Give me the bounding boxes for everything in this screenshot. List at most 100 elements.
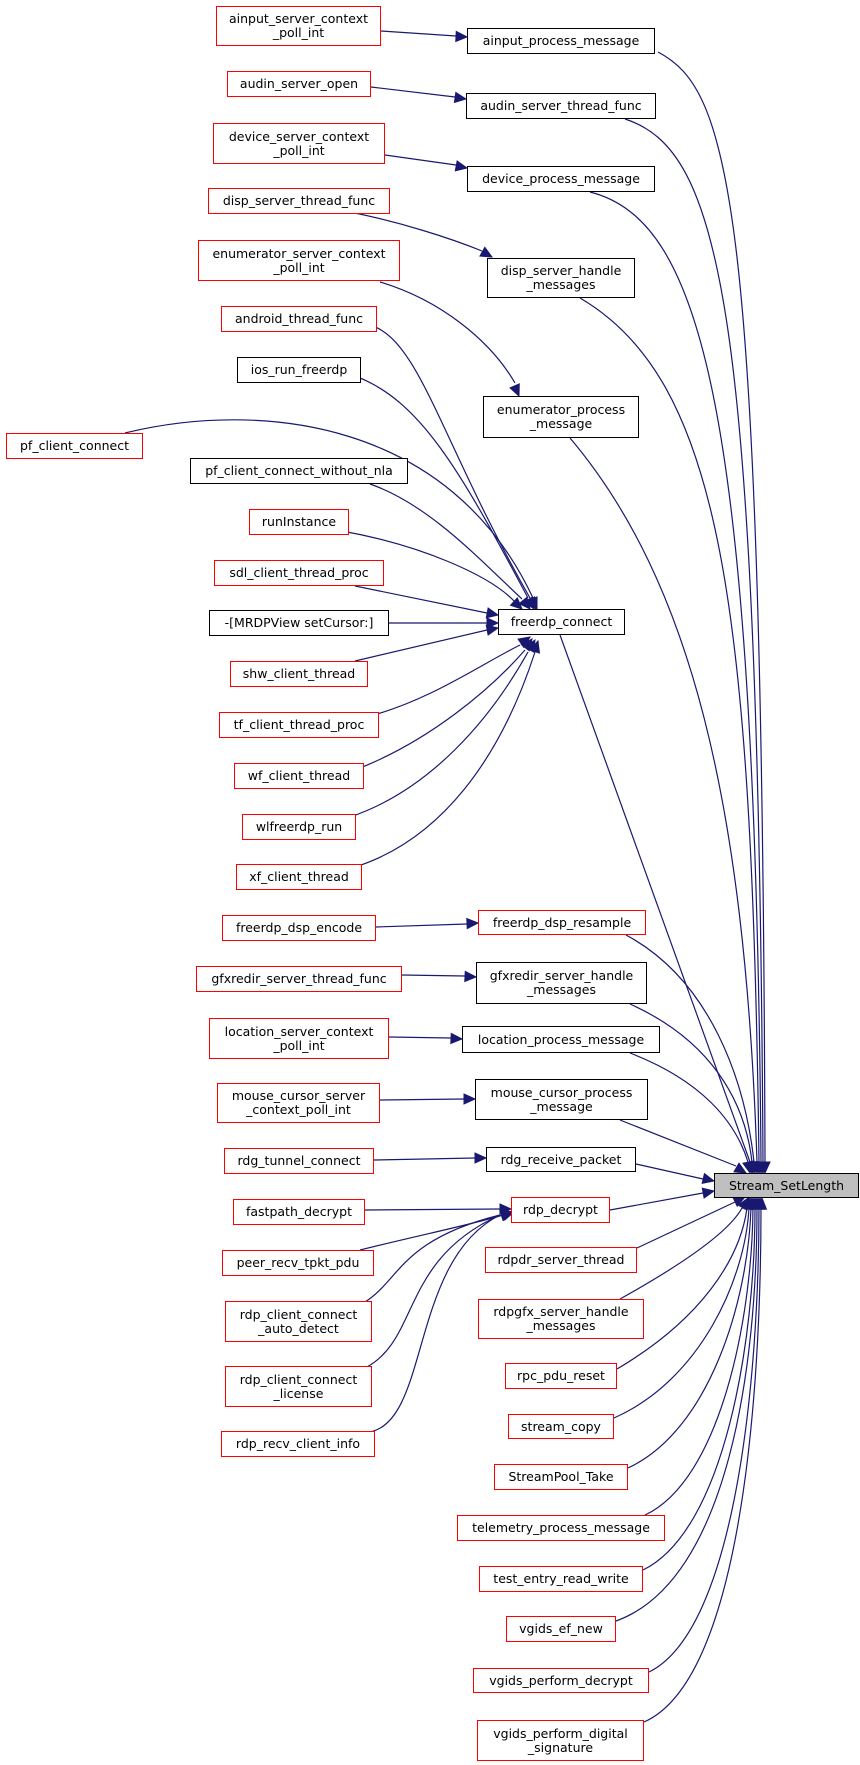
edge-s-copy [613, 1207, 750, 1419]
node-xf-client-thread[interactable]: xf_client_thread [236, 864, 362, 890]
edge-ainput-poll [380, 30, 457, 37]
edge-sdl-arrowhead [485, 607, 500, 619]
edge-xf-arrowhead [529, 639, 541, 654]
node-shw-client-thread[interactable]: shw_client_thread [230, 661, 368, 687]
edge-pf-connect [124, 419, 534, 599]
node-ios-run-freerdp[interactable]: ios_run_freerdp [237, 357, 361, 383]
node-rdp-client-connect-license[interactable]: rdp_client_connect _license [225, 1366, 372, 1407]
edge-pf-without [369, 483, 523, 600]
edge-s-dsp [625, 934, 755, 1163]
edge-s-rdpdec [609, 1192, 704, 1211]
edge-pf-connect-arrowhead [527, 596, 538, 611]
node-vgids-ef-new[interactable]: vgids_ef_new [506, 1616, 616, 1642]
node-vgids-perform-decrypt[interactable]: vgids_perform_decrypt [473, 1668, 649, 1693]
edge-rdg-tunnel [373, 1157, 476, 1161]
edge-s-decrypt [648, 1207, 760, 1673]
node-mrdpview-setcursor[interactable]: -[MRDPView setCursor:] [209, 610, 389, 636]
node-audin-server-thread-func[interactable]: audin_server_thread_func [466, 93, 656, 119]
edge-s-audin [624, 118, 764, 1163]
node-rdp-recv-client-info[interactable]: rdp_recv_client_info [221, 1431, 375, 1457]
edge-loc-poll-arrowhead [450, 1032, 464, 1045]
edge-s-loc [629, 1052, 749, 1163]
edge-dsp-encode-arrowhead [466, 917, 480, 930]
node-rdg-receive-packet[interactable]: rdg_receive_packet [486, 1147, 636, 1172]
edge-audin-open [370, 86, 456, 98]
node-gfxredir-server-handle-messages[interactable]: gfxredir_server_handle _messages [476, 962, 647, 1004]
edge-gfx-thread-arrowhead [464, 970, 478, 983]
node-disp-server-handle-messages[interactable]: disp_server_handle _messages [487, 258, 635, 298]
node-rdg-tunnel-connect[interactable]: rdg_tunnel_connect [224, 1148, 374, 1174]
node-gfxredir-server-thread-func[interactable]: gfxredir_server_thread_func [196, 966, 402, 992]
node-stream-copy[interactable]: stream_copy [508, 1414, 614, 1439]
edge-enum-poll-arrowhead [509, 383, 520, 398]
edge-s-rdg [635, 1163, 704, 1180]
edge-mouse-poll [379, 1098, 465, 1101]
node-disp-server-thread-func[interactable]: disp_server_thread_func [208, 188, 390, 214]
edge-s-rdpgfx [619, 1207, 743, 1300]
edge-loc-poll [388, 1036, 452, 1039]
edge-s-pool [627, 1207, 752, 1469]
node-mouse-cursor-process-message[interactable]: mouse_cursor_process _message [475, 1079, 648, 1120]
node-location-server-context-poll-int[interactable]: location_server_context _poll_int [209, 1018, 389, 1059]
edge-s-tele [644, 1207, 754, 1516]
node-rpc-pdu-reset[interactable]: rpc_pdu_reset [505, 1363, 617, 1389]
edge-s-device [589, 191, 762, 1163]
edge-s-disp [579, 297, 760, 1163]
edge-s-rdpdr [636, 1201, 736, 1249]
node-ainput-process-message[interactable]: ainput_process_message [467, 28, 655, 54]
edge-ainput-poll-arrowhead [455, 30, 469, 43]
node-freerdp-dsp-resample[interactable]: freerdp_dsp_resample [478, 910, 646, 935]
node-mouse-cursor-server-context-poll-int[interactable]: mouse_cursor_server _context_poll_int [217, 1083, 380, 1123]
edge-s-mouse-arrowhead [733, 1162, 748, 1174]
node-rdp-client-connect-auto-detect[interactable]: rdp_client_connect _auto_detect [225, 1301, 372, 1342]
edge-s-rdpdec-arrowhead [701, 1187, 716, 1199]
node-rdpdr-server-thread[interactable]: rdpdr_server_thread [485, 1247, 637, 1273]
node-wlfreerdp-run[interactable]: wlfreerdp_run [242, 814, 356, 840]
node-audin-server-open[interactable]: audin_server_open [227, 71, 371, 97]
edge-s-gfx [629, 1003, 753, 1163]
node-peer-recv-tpkt-pdu[interactable]: peer_recv_tpkt_pdu [222, 1250, 374, 1276]
node-vgids-perform-digital-signature[interactable]: vgids_perform_digital _signature [477, 1720, 644, 1761]
node-rdpgfx-server-handle-messages[interactable]: rdpgfx_server_handle _messages [478, 1299, 644, 1339]
node-test-entry-read-write[interactable]: test_entry_read_write [479, 1566, 643, 1592]
edge-runinstance [341, 530, 516, 603]
edge-auto-detect [364, 1214, 501, 1303]
node-runinstance[interactable]: runInstance [249, 509, 349, 535]
edge-s-rdg-arrowhead [701, 1172, 716, 1184]
edge-xf [354, 651, 536, 868]
edge-rdg-tunnel-arrowhead [474, 1152, 488, 1164]
node-device-process-message[interactable]: device_process_message [467, 166, 655, 192]
node-sdl-client-thread-proc[interactable]: sdl_client_thread_proc [214, 560, 384, 586]
edge-fastpath [364, 1208, 501, 1211]
edge-s-test [642, 1207, 756, 1571]
node-rdp-decrypt[interactable]: rdp_decrypt [511, 1197, 610, 1223]
edge-pf-without-arrowhead [518, 596, 531, 610]
node-telemetry-process-message[interactable]: telemetry_process_message [457, 1515, 665, 1541]
node-tf-client-thread-proc[interactable]: tf_client_thread_proc [219, 712, 379, 738]
edge-peer [359, 1214, 504, 1251]
edge-s-enum [569, 437, 758, 1163]
edge-s-digital [643, 1207, 762, 1723]
edge-s-loc-arrowhead [742, 1160, 754, 1175]
edge-tf [369, 644, 521, 717]
node-ainput-server-context-poll-int[interactable]: ainput_server_context _poll_int [216, 6, 381, 46]
edge-gfx-thread [401, 974, 466, 977]
node-enumerator-server-context-poll-int[interactable]: enumerator_server_context _poll_int [198, 240, 400, 281]
edge-wl [349, 651, 529, 818]
node-freerdp-connect[interactable]: freerdp_connect [498, 609, 625, 635]
node-pf-client-connect-without-nla[interactable]: pf_client_connect_without_nla [190, 458, 408, 484]
node-fastpath-decrypt[interactable]: fastpath_decrypt [233, 1199, 365, 1225]
node-streampool-take[interactable]: StreamPool_Take [494, 1464, 628, 1490]
edge-disp-thread [349, 211, 483, 252]
node-freerdp-dsp-encode[interactable]: freerdp_dsp_encode [222, 915, 376, 941]
edge-ios [354, 375, 529, 599]
node-wf-client-thread[interactable]: wf_client_thread [234, 763, 364, 789]
node-pf-client-connect[interactable]: pf_client_connect [6, 433, 143, 459]
node-android-thread-func[interactable]: android_thread_func [221, 306, 377, 332]
edge-dsp-encode [375, 923, 468, 928]
node-location-process-message[interactable]: location_process_message [462, 1026, 660, 1053]
edge-shw-arrowhead [485, 624, 500, 636]
edge-sdl [354, 585, 488, 614]
node-enumerator-process-message[interactable]: enumerator_process _message [483, 396, 639, 438]
node-device-server-context-poll-int[interactable]: device_server_context _poll_int [213, 123, 385, 164]
